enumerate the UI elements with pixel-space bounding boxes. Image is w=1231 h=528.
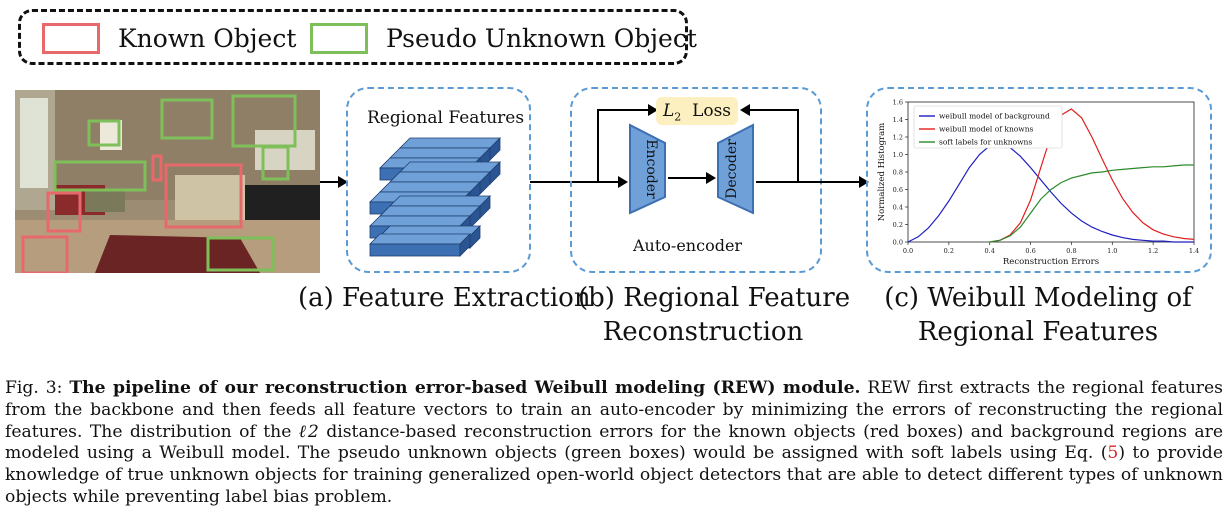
y-tick-label: 1.0 [893,151,903,159]
caption-b-line1: (b) Regional Feature [578,283,851,313]
caption-label: Fig. 3: [5,378,70,398]
x-tick-label: 0.6 [1025,247,1035,255]
l2-loss-box: L2 Loss [656,97,738,125]
caption-b: (b) Regional Feature Reconstruction [578,281,851,349]
arrow-to-feature-extraction [320,176,348,188]
x-tick-label: 0.0 [903,247,913,255]
x-axis-label: Reconstruction Errors [1003,257,1099,267]
known-object-swatch [42,23,100,54]
y-tick-label: 0.8 [893,168,903,176]
arrow-to-weibull [859,176,869,188]
legend-frame [913,105,1063,149]
regional-feature-reconstruction-panel [570,87,822,273]
autoencoder-diagram: Encoder Decoder [597,104,860,215]
regional-features-title: Regional Features [367,108,525,128]
caption-text-2: distance-based reconstruction errors for… [5,421,1223,464]
caption-math-l2: ℓ2 [298,421,319,442]
arrow-to-encoder [530,176,628,188]
caption-c-line1: (c) Weibull Modeling of [884,283,1192,313]
caption-b-line2: Reconstruction [602,317,804,347]
pseudo-unknown-label: Pseudo Unknown Object [386,24,697,53]
y-tick-label: 0.6 [893,186,903,194]
pseudo-unknown-swatch [310,23,368,54]
y-tick-label: 0.2 [893,221,903,229]
y-axis-label: Normalized Histogram [877,123,887,222]
legend-entry-2: soft labels for unknowns [939,138,1032,147]
caption-text-3: ) to provide knowledge of true unknown o… [5,443,1223,507]
feature-extraction-panel [346,87,531,273]
caption-c: (c) Weibull Modeling of Regional Feature… [868,281,1208,349]
series-line-0 [907,143,1194,243]
x-tick-label: 1.4 [1189,247,1199,255]
legend-box: Known Object Pseudo Unknown Object [18,9,697,65]
y-tick-label: 1.6 [893,98,903,106]
x-tick-label: 0.2 [944,247,954,255]
x-tick-label: 0.4 [985,247,995,255]
encoder-label: Encoder [643,139,659,199]
legend-entry-1: weibull model of knowns [939,125,1034,134]
regional-features-stack-icon [369,137,501,257]
decoder-label: Decoder [724,139,740,199]
caption-bold-title: The pipeline of our reconstruction error… [69,378,861,398]
x-tick-label: 1.2 [1148,247,1158,255]
x-tick-label: 1.0 [1107,247,1117,255]
x-tick-label: 0.8 [1066,247,1076,255]
known-object-label: Known Object [118,24,297,53]
loss-label: Loss [692,101,732,121]
legend-entry-0: weibull model of background [939,112,1050,121]
caption-text-1: REW first extracts the regional features… [5,378,1223,442]
weibull-modeling-panel [866,87,1212,273]
weibull-chart: 0.0 0.2 0.4 0.6 0.8 1.0 1.2 1.4 0.0 0.2 0.4 0.6 0.8 1… [877,98,1199,267]
series-line-1 [989,108,1195,243]
autoencoder-label: Auto-encoder [633,236,743,255]
series-line-2 [989,164,1194,243]
y-tick-label: 0.0 [893,238,903,246]
figure-caption: Fig. 3: The pipeline of our reconstructi… [5,378,1223,509]
caption-a-line1: (a) Feature Extraction [298,283,591,313]
caption-c-line2: Regional Features [917,317,1159,347]
y-tick-label: 1.2 [893,133,903,141]
caption-a: (a) Feature Extraction [298,281,591,315]
living-room-image [15,90,320,273]
y-tick-label: 1.4 [893,116,903,124]
y-tick-label: 0.4 [893,203,903,211]
equation-ref-link[interactable]: 5 [1107,443,1119,464]
